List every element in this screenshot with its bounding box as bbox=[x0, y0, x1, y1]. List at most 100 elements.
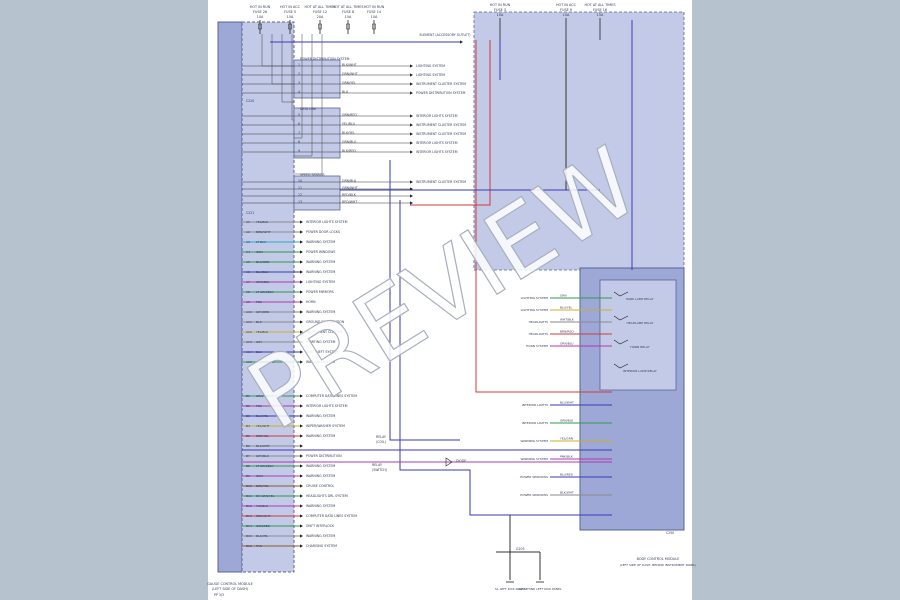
left-out-lower-dest: CHARGING SYSTEM bbox=[306, 544, 337, 548]
relay-name: INTERIOR LAMP RELAY bbox=[623, 369, 657, 373]
left-out-lower-pin: B7 bbox=[246, 454, 250, 458]
page-ref: PP 3/3 bbox=[214, 593, 224, 597]
left-out-dest: POWER WINDOWS bbox=[306, 250, 335, 254]
left-out-pin: A13 bbox=[246, 340, 252, 344]
left-out-lower-pin: B15 bbox=[246, 534, 252, 538]
inline-upper-pin: 3 bbox=[298, 81, 300, 85]
left-out-pin: A10 bbox=[246, 310, 252, 314]
arrow-icon bbox=[410, 64, 413, 68]
left-out-dest: POWER MIRRORS bbox=[306, 290, 334, 294]
wires bbox=[242, 18, 633, 583]
inline-lower-pin: 11 bbox=[298, 186, 302, 190]
bcm-name: BODY CONTROL MODULE bbox=[637, 557, 680, 561]
inline-middle-dest: INSTRUMENT CLUSTER SYSTEM bbox=[416, 123, 466, 127]
left-out-color: LT BLU bbox=[256, 240, 266, 244]
arrow-icon bbox=[300, 474, 303, 478]
arrow-icon bbox=[410, 73, 413, 77]
left-out-color: ORN/BLK bbox=[256, 280, 270, 284]
fuse-icon bbox=[318, 23, 322, 30]
left-out-dest: GROUND DISTRIBUTION bbox=[306, 320, 345, 324]
left-out-lower-dest: INTERIOR LIGHTS SYSTEM bbox=[306, 404, 348, 408]
left-out-lower-color: GRY/BLK bbox=[256, 454, 270, 458]
inline-upper-dest: LIGHTING SYSTEM bbox=[416, 73, 445, 77]
arrow-icon bbox=[410, 194, 413, 198]
arrow-icon bbox=[410, 132, 413, 136]
arrow-icon bbox=[410, 82, 413, 86]
bcm-wire-dest: POWER WINDOWS bbox=[520, 493, 548, 497]
inline-connector-lower bbox=[293, 175, 341, 211]
inline-middle-label: DATA LINK bbox=[300, 107, 317, 111]
inline-upper-pin: 2 bbox=[298, 72, 300, 76]
left-out-lower-dest: COMPUTER DATA LINES SYSTEM bbox=[306, 394, 357, 398]
arrow-icon bbox=[300, 240, 303, 244]
left-out-lower-pin: B6 bbox=[246, 444, 250, 448]
left-out-lower-dest: COMPUTER DATA LINES SYSTEM bbox=[306, 514, 357, 518]
arrow-icon bbox=[410, 187, 413, 191]
right-module-top-frame bbox=[473, 11, 685, 271]
fuse-icon bbox=[258, 23, 262, 30]
inline-upper-color: BLU bbox=[342, 90, 349, 94]
wire-vertical bbox=[399, 200, 612, 516]
arrow-icon bbox=[300, 444, 303, 448]
relay-b-sub: (SWITCH) bbox=[372, 468, 387, 472]
bcm-wire-color: BLU/YEL bbox=[560, 306, 573, 310]
fuse-name: FUSE 12 bbox=[313, 10, 327, 14]
fan-wire bbox=[271, 34, 294, 85]
left-out-dest: POWER DOOR LOCKS bbox=[306, 230, 340, 234]
arrow-icon bbox=[300, 340, 303, 344]
arrow-icon bbox=[300, 544, 303, 548]
inline-lower-pin: 12 bbox=[298, 193, 302, 197]
top-right-callout: ELEMENT (ACCESSORY OUTLET) bbox=[419, 33, 470, 37]
fan-wire bbox=[294, 34, 303, 139]
left-out-lower-color: VIO/BLK bbox=[256, 504, 269, 508]
inline-middle-dest: INTERIOR LIGHTS SYSTEM bbox=[416, 141, 458, 145]
left-out-dest: INSTRUMENT CLUSTER bbox=[306, 330, 343, 334]
left-out-dest: WARNING SYSTEM bbox=[306, 240, 336, 244]
arrow-icon bbox=[300, 290, 303, 294]
left-out-dest: HORN bbox=[306, 300, 316, 304]
left-out-dest: INTERIOR LIGHTS SYSTEM bbox=[306, 220, 348, 224]
arrow-icon bbox=[300, 494, 303, 498]
inline-middle-color: BLK/RED bbox=[342, 149, 356, 153]
left-out-pin: A14 bbox=[246, 350, 252, 354]
connector-c220: C220 bbox=[246, 99, 254, 103]
bcm-wire-color: GRN bbox=[560, 294, 567, 298]
fuse-label: HOT IN ACC bbox=[280, 5, 301, 9]
inline-middle-dest: INSTRUMENT CLUSTER SYSTEM bbox=[416, 132, 466, 136]
arrow-icon bbox=[300, 514, 303, 518]
inline-middle-pin: 7 bbox=[298, 131, 300, 135]
bcm-wire-dest: LIGHTING SYSTEM bbox=[521, 308, 549, 312]
left-out-lower-pin: B4 bbox=[246, 424, 250, 428]
left-out-lower-pin: B9 bbox=[246, 474, 250, 478]
left-out-lower-pin: B10 bbox=[246, 484, 252, 488]
relay-name: HEADLAMP RELAY bbox=[626, 321, 653, 325]
fuse-amps: 15A bbox=[597, 13, 604, 17]
inline-upper-color: BLK/WHT bbox=[342, 63, 357, 67]
inline-lower-color: GRN/BLK bbox=[342, 179, 357, 183]
left-out-lower-dest: WIPER/WASHER SYSTEM bbox=[306, 424, 345, 428]
left-out-lower-dest: WARNING SYSTEM bbox=[306, 414, 336, 418]
left-out-color: BLK/GRN bbox=[256, 260, 269, 264]
relay-switch-icon bbox=[613, 315, 629, 321]
left-out-lower-pin: B8 bbox=[246, 464, 250, 468]
left-out-pin: A1 bbox=[246, 220, 250, 224]
gauge-control-module-body bbox=[241, 21, 295, 573]
arrow-icon bbox=[300, 230, 303, 234]
fuse-label: HOT AT ALL TIMES bbox=[584, 3, 615, 7]
bcm-wire-color: ORN/BLU bbox=[560, 342, 573, 346]
left-out-color: YEL/BLK bbox=[256, 220, 269, 224]
inline-middle-color: YEL/BLU bbox=[342, 122, 356, 126]
fuse-amps: 15A bbox=[345, 15, 352, 19]
inline-lower-pin: 10 bbox=[298, 179, 302, 183]
left-out-lower-pin: B3 bbox=[246, 414, 250, 418]
connector-c250: C250 bbox=[666, 531, 674, 535]
left-out-color: BLK bbox=[256, 320, 263, 324]
arrow-icon bbox=[300, 464, 303, 468]
left-out-color: GRY/RED bbox=[256, 310, 270, 314]
left-out-lower-dest: WARNING SYSTEM bbox=[306, 504, 336, 508]
ground-point: G203 bbox=[516, 547, 525, 551]
fuse-name: FUSE 3 bbox=[494, 8, 506, 12]
left-out-lower-color: RED/WHT bbox=[256, 514, 271, 518]
left-out-lower-color: GRN/RED bbox=[256, 524, 271, 528]
